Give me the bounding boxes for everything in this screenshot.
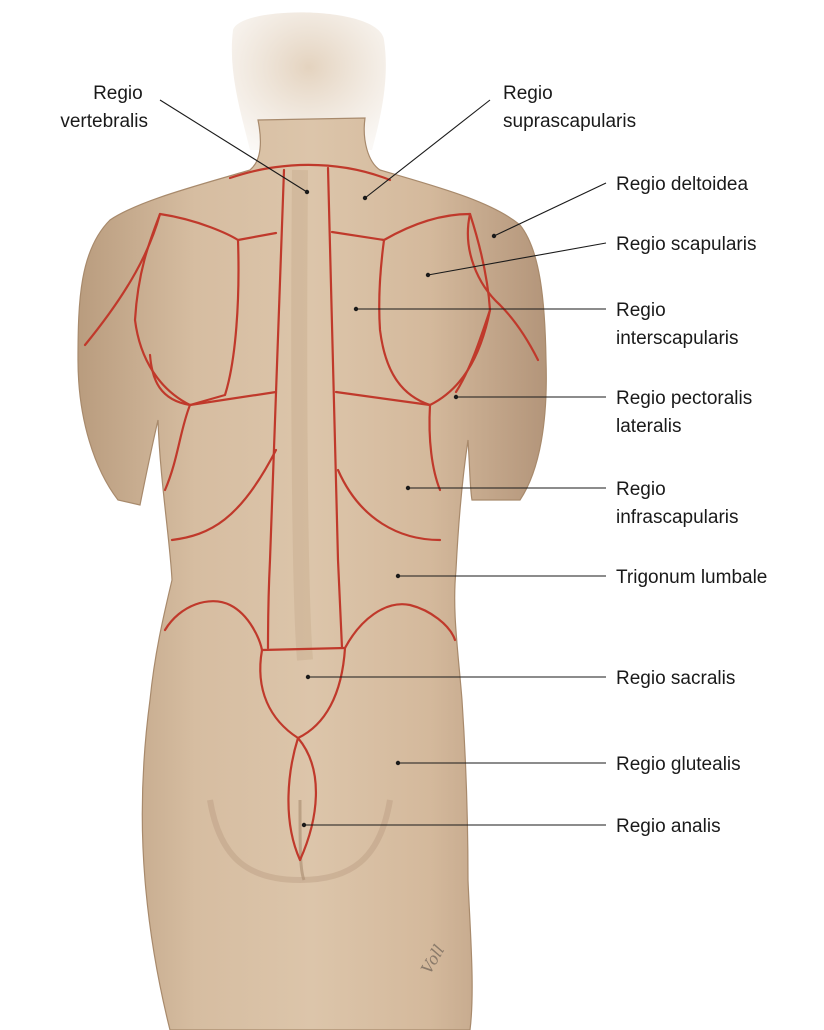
leader-vertebralis bbox=[159, 99, 308, 193]
leaders bbox=[159, 99, 607, 828]
leader-suprascapularis bbox=[364, 99, 491, 199]
dot-analis bbox=[301, 822, 307, 828]
dot-suprascapularis bbox=[362, 195, 368, 201]
dot-vertebralis bbox=[304, 189, 310, 195]
leader-scapularis bbox=[427, 242, 607, 276]
label-scapularis: Regio scapularis bbox=[616, 234, 756, 255]
label-sacralis: Regio sacralis bbox=[616, 668, 735, 689]
label-glutealis: Regio glutealis bbox=[616, 754, 741, 775]
body-silhouette bbox=[77, 117, 547, 1030]
dot-scapularis bbox=[425, 272, 431, 278]
dot-trigonum-lumbale bbox=[395, 573, 401, 579]
label-vertebralis: Regio vertebralis bbox=[60, 83, 148, 132]
label-trigonum-lumbale: Trigonum lumbale bbox=[616, 567, 767, 588]
dot-sacralis bbox=[305, 674, 311, 680]
leader-deltoidea bbox=[493, 182, 607, 237]
region-borders bbox=[83, 163, 540, 862]
dot-interscapularis bbox=[353, 306, 359, 312]
label-interscapularis: Regio interscapularis bbox=[616, 300, 739, 349]
label-analis: Regio analis bbox=[616, 816, 721, 837]
dot-glutealis bbox=[395, 760, 401, 766]
dot-deltoidea bbox=[491, 233, 497, 239]
head bbox=[231, 12, 386, 151]
label-infrascapularis: Regio infrascapularis bbox=[616, 479, 739, 528]
dot-infrascapularis bbox=[405, 485, 411, 491]
label-pectoralis-lateralis: Regio pectoralis lateralis bbox=[616, 388, 758, 437]
label-suprascapularis: Regio suprascapularis bbox=[503, 83, 636, 132]
labels: Regio vertebralis Regio suprascapularis … bbox=[60, 83, 767, 837]
label-deltoidea: Regio deltoidea bbox=[616, 174, 748, 195]
dot-pectoralis-lateralis bbox=[453, 394, 459, 400]
